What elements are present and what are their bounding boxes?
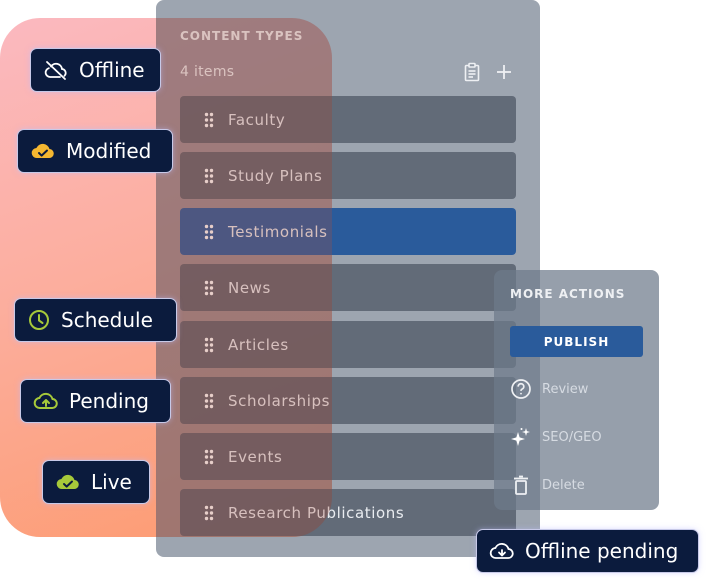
action-label: SEO/GEO bbox=[542, 429, 602, 445]
more-actions-title: MORE ACTIONS bbox=[510, 287, 626, 301]
cloud-off-icon bbox=[44, 61, 67, 80]
row-label: Events bbox=[228, 447, 283, 466]
content-type-row-events[interactable]: Events bbox=[180, 433, 516, 480]
drag-handle-icon[interactable] bbox=[204, 112, 214, 128]
delete-action[interactable]: Delete bbox=[510, 474, 585, 496]
row-label: Faculty bbox=[228, 110, 286, 129]
badge-label: Schedule bbox=[61, 308, 153, 332]
drag-handle-icon[interactable] bbox=[204, 449, 214, 465]
row-label: Testimonials bbox=[228, 222, 328, 241]
badge-label: Offline pending bbox=[525, 539, 679, 563]
content-type-row-faculty[interactable]: Faculty bbox=[180, 96, 516, 143]
row-label: Articles bbox=[228, 335, 289, 354]
drag-handle-icon[interactable] bbox=[204, 168, 214, 184]
cloud-download-icon bbox=[489, 543, 514, 559]
content-type-row-study-plans[interactable]: Study Plans bbox=[180, 152, 516, 199]
plus-icon[interactable] bbox=[494, 62, 514, 82]
status-badge-pending: Pending bbox=[20, 379, 171, 423]
badge-label: Modified bbox=[66, 139, 152, 163]
content-type-row-news[interactable]: News bbox=[180, 264, 516, 311]
badge-label: Offline bbox=[79, 58, 145, 82]
row-label: Study Plans bbox=[228, 166, 323, 185]
badge-label: Live bbox=[91, 470, 132, 494]
trash-icon bbox=[514, 475, 528, 495]
help-circle-icon bbox=[511, 379, 531, 399]
drag-handle-icon[interactable] bbox=[204, 505, 214, 521]
drag-handle-icon[interactable] bbox=[204, 393, 214, 409]
status-badge-offline: Offline bbox=[30, 48, 161, 92]
content-type-row-articles[interactable]: Articles bbox=[180, 321, 516, 368]
review-action[interactable]: Review bbox=[510, 378, 588, 400]
action-label: Delete bbox=[542, 477, 585, 493]
sparkles-icon bbox=[511, 428, 530, 446]
content-type-row-research-publications[interactable]: Research Publications bbox=[180, 489, 516, 536]
cloud-check-icon bbox=[56, 474, 79, 490]
clipboard-icon[interactable] bbox=[462, 62, 482, 82]
content-type-row-scholarships[interactable]: Scholarships bbox=[180, 377, 516, 424]
cloud-upload-icon bbox=[33, 392, 58, 409]
drag-handle-icon[interactable] bbox=[204, 337, 214, 353]
cloud-check-icon bbox=[31, 143, 54, 159]
drag-handle-icon[interactable] bbox=[204, 280, 214, 296]
panel-title: CONTENT TYPES bbox=[180, 29, 304, 43]
drag-handle-icon[interactable] bbox=[204, 224, 214, 240]
content-type-row-testimonials[interactable]: Testimonials bbox=[180, 208, 516, 255]
row-label: News bbox=[228, 278, 271, 297]
row-label: Research Publications bbox=[228, 503, 405, 522]
seo-geo-action[interactable]: SEO/GEO bbox=[510, 426, 602, 448]
action-label: Review bbox=[542, 381, 589, 397]
status-badge-offline-pending: Offline pending bbox=[476, 529, 699, 573]
status-badge-modified: Modified bbox=[17, 129, 173, 173]
clock-icon bbox=[29, 310, 49, 330]
badge-label: Pending bbox=[69, 389, 149, 413]
row-label: Scholarships bbox=[228, 391, 331, 410]
items-count: 4 items bbox=[180, 64, 235, 80]
status-badge-live: Live bbox=[42, 460, 150, 504]
status-badge-schedule: Schedule bbox=[14, 298, 177, 342]
publish-button[interactable]: PUBLISH bbox=[510, 326, 643, 357]
